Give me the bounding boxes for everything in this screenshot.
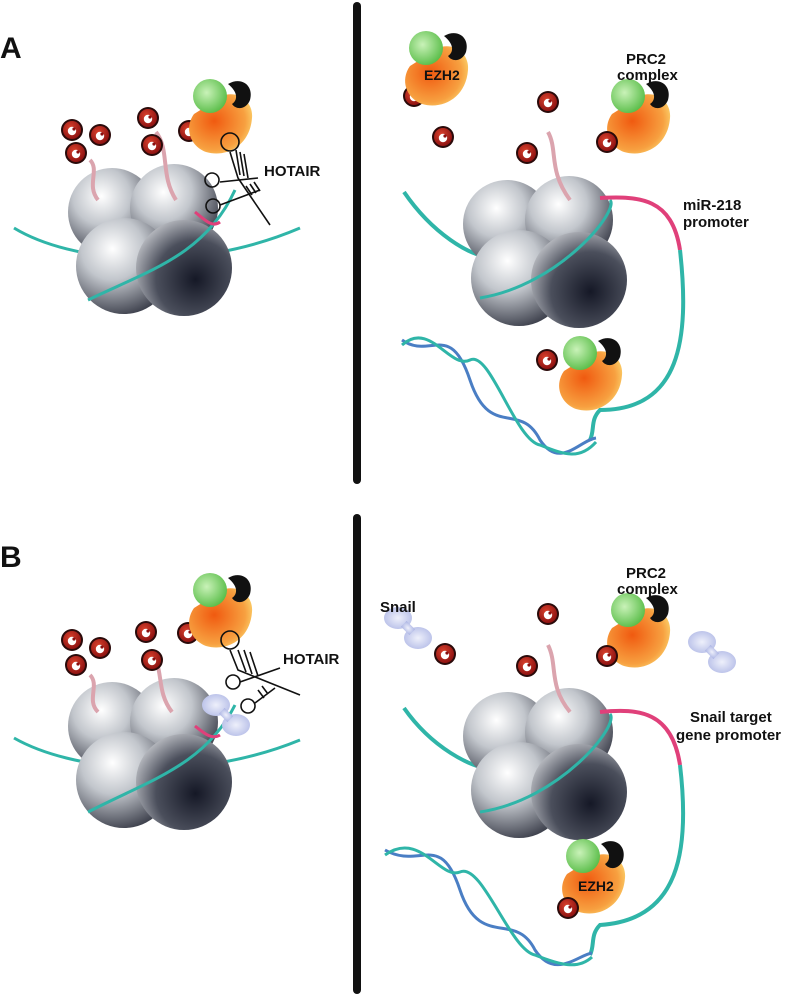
hotair-rna-b-left xyxy=(220,630,301,714)
histone-tail-a-right xyxy=(546,131,572,202)
promoter-label-b-line1: Snail target xyxy=(690,709,772,726)
panel-letter-b: B xyxy=(0,541,22,574)
promoter-label-b-line2: gene promoter xyxy=(676,727,781,744)
snail-protein-b-right-2 xyxy=(688,631,736,673)
ezh2-label-b: EZH2 xyxy=(578,878,614,894)
hotair-rna-a-left xyxy=(204,132,271,226)
panel-letter-a: A xyxy=(0,32,22,65)
hotair-label-b: HOTAIR xyxy=(283,651,340,668)
promoter-label-a-line1: miR-218 xyxy=(683,197,741,214)
prc2-label-b-line1: PRC2 xyxy=(626,565,666,582)
hotair-label-a: HOTAIR xyxy=(264,163,321,180)
methyl-marks-b-left xyxy=(61,621,199,676)
dna-helix-b xyxy=(384,846,594,967)
promoter-label-a-line2: promoter xyxy=(683,214,749,231)
nucleosome-b-right xyxy=(402,688,686,956)
prc2-complex-a-right-3 xyxy=(536,336,623,411)
snail-label-b: Snail xyxy=(380,599,416,616)
ezh2-label-a: EZH2 xyxy=(424,67,460,83)
prc2-label-a-line2: complex xyxy=(617,67,679,84)
prc2-complex-b-right-1 xyxy=(596,593,671,668)
divider-a xyxy=(353,2,361,484)
prc2-complex-b-right-2: EZH2 xyxy=(557,839,626,919)
prc2-complex-b-left xyxy=(189,573,253,648)
histone-tail-b-right xyxy=(546,644,572,714)
methyl-marks-a-left xyxy=(61,107,200,164)
nucleosome-a-left xyxy=(13,164,301,316)
prc2-complex-a-right-1: EZH2 xyxy=(405,31,469,106)
divider-b xyxy=(353,514,361,994)
prc2-label-b-line2: complex xyxy=(617,581,679,598)
prc2-complex-a-right-2 xyxy=(596,79,671,154)
methyl-marks-b-right xyxy=(434,603,559,677)
prc2-label-a-line1: PRC2 xyxy=(626,51,666,68)
nucleosome-a-right xyxy=(402,176,686,441)
dna-helix-a xyxy=(401,336,598,456)
